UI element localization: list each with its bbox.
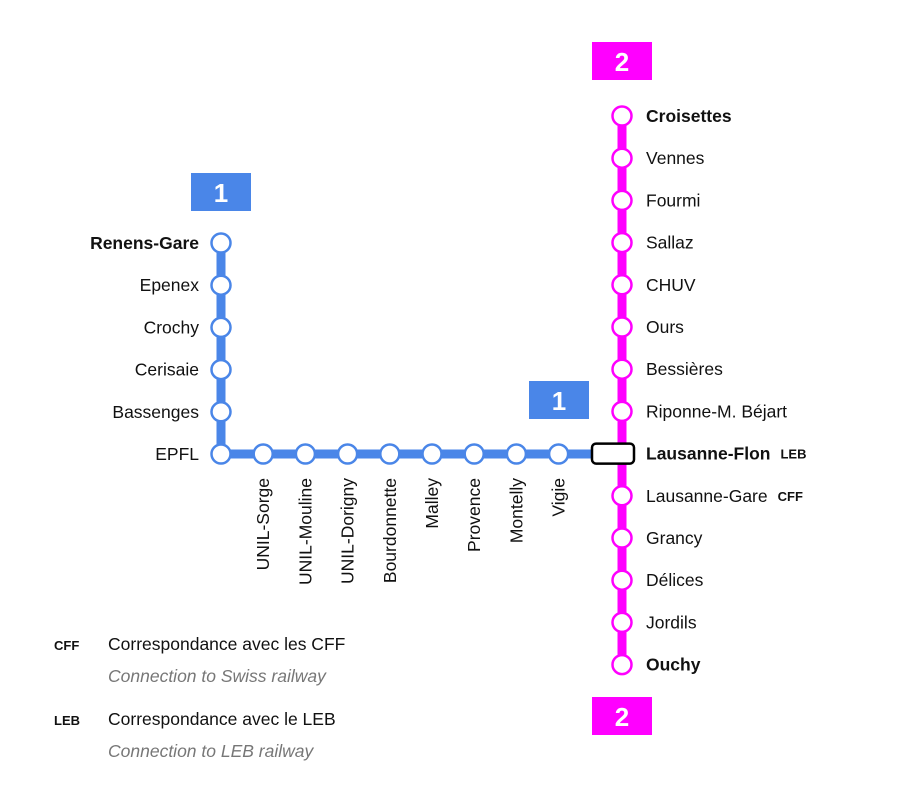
station-label: Lausanne-Flon (646, 444, 770, 464)
station-label: Vennes (646, 148, 705, 168)
legend-main-leb: Correspondance avec le LEB (108, 709, 336, 729)
station-marker (611, 147, 633, 169)
station-label: Délices (646, 570, 704, 590)
line1-badge-top-number: 1 (214, 178, 228, 208)
badges-layer: 1 1 2 2 (191, 42, 652, 735)
legend-item-cff: CFF Correspondance avec les CFF Connecti… (54, 634, 345, 686)
station-marker (547, 443, 570, 465)
station-marker (611, 485, 633, 507)
station-label: Provence (464, 478, 484, 552)
station-marker (379, 443, 401, 465)
station-label: Montelly (506, 478, 526, 543)
station-label: Bourdonnette (380, 478, 400, 583)
legend-main-cff: Correspondance avec les CFF (108, 634, 345, 654)
labels-layer: Renens-GareEpenexCrochyCerisaieBassenges… (90, 106, 806, 675)
correspondence-tag-leb: LEB (780, 447, 806, 462)
station-marker (611, 400, 633, 423)
station-label: Grancy (646, 528, 703, 548)
station-marker (505, 443, 528, 465)
station-marker (210, 358, 232, 381)
station-label: Ours (646, 317, 684, 337)
station-label: Fourmi (646, 190, 700, 210)
line1-badge-top-box (191, 173, 251, 211)
station-marker (611, 653, 633, 676)
station-label: Ouchy (646, 655, 701, 675)
station-marker (210, 274, 232, 296)
station-label: Malley (422, 478, 442, 529)
station-label: Lausanne-Gare (646, 486, 768, 506)
line1-badge-end: 1 (529, 381, 589, 419)
station-label: Riponne-M. Béjart (646, 401, 787, 421)
station-label: Epenex (140, 275, 200, 295)
station-label: Bassenges (112, 402, 199, 422)
line2-badge-bottom: 2 (592, 697, 652, 735)
line1-badge-end-number: 1 (552, 386, 566, 416)
station-label: Crochy (144, 317, 200, 337)
station-marker (210, 401, 232, 423)
line2-badge-top-number: 2 (615, 47, 629, 77)
station-marker (611, 189, 633, 212)
station-label: EPFL (155, 444, 199, 464)
station-marker (294, 443, 317, 465)
interchange-marker (590, 442, 636, 465)
station-marker (611, 611, 633, 634)
station-marker (611, 358, 633, 380)
line2-badge-bottom-box (592, 697, 652, 735)
station-label: Renens-Gare (90, 233, 199, 253)
station-label: Bessières (646, 359, 723, 379)
legend-tag-cff: CFF (54, 638, 79, 653)
station-label: CHUV (646, 275, 696, 295)
station-label: Cerisaie (135, 360, 199, 380)
station-label: UNIL-Mouline (295, 478, 315, 585)
station-marker (421, 443, 443, 465)
station-marker (611, 274, 633, 296)
station-marker (611, 231, 633, 254)
station-marker (463, 443, 485, 465)
station-marker (611, 527, 633, 549)
station-label: Jordils (646, 612, 697, 632)
station-label: UNIL-Dorigny (338, 478, 358, 584)
line2-badge-bottom-number: 2 (615, 702, 629, 732)
station-marker (210, 443, 232, 465)
legend-sub-leb: Connection to LEB railway (108, 741, 314, 761)
station-marker (611, 569, 633, 591)
station-marker (252, 443, 274, 465)
line1-badge-top: 1 (191, 173, 251, 211)
legend: CFF Correspondance avec les CFF Connecti… (54, 634, 345, 761)
line2-badge-top-box (592, 42, 652, 80)
station-label: Croisettes (646, 106, 732, 126)
station-marker (336, 443, 359, 465)
station-marker (210, 232, 232, 254)
correspondence-tag-cff: CFF (778, 489, 803, 504)
station-marker (611, 105, 633, 127)
legend-item-leb: LEB Correspondance avec le LEB Connectio… (54, 709, 336, 761)
station-label: Vigie (549, 478, 569, 517)
stations-layer (210, 105, 636, 676)
station-label: UNIL-Sorge (253, 478, 273, 570)
legend-sub-cff: Connection to Swiss railway (108, 666, 327, 686)
line2-badge-top: 2 (592, 42, 652, 80)
station-label: Sallaz (646, 233, 694, 253)
station-marker (210, 316, 232, 339)
station-marker (611, 316, 633, 338)
line1-badge-end-box (529, 381, 589, 419)
legend-tag-leb: LEB (54, 713, 80, 728)
